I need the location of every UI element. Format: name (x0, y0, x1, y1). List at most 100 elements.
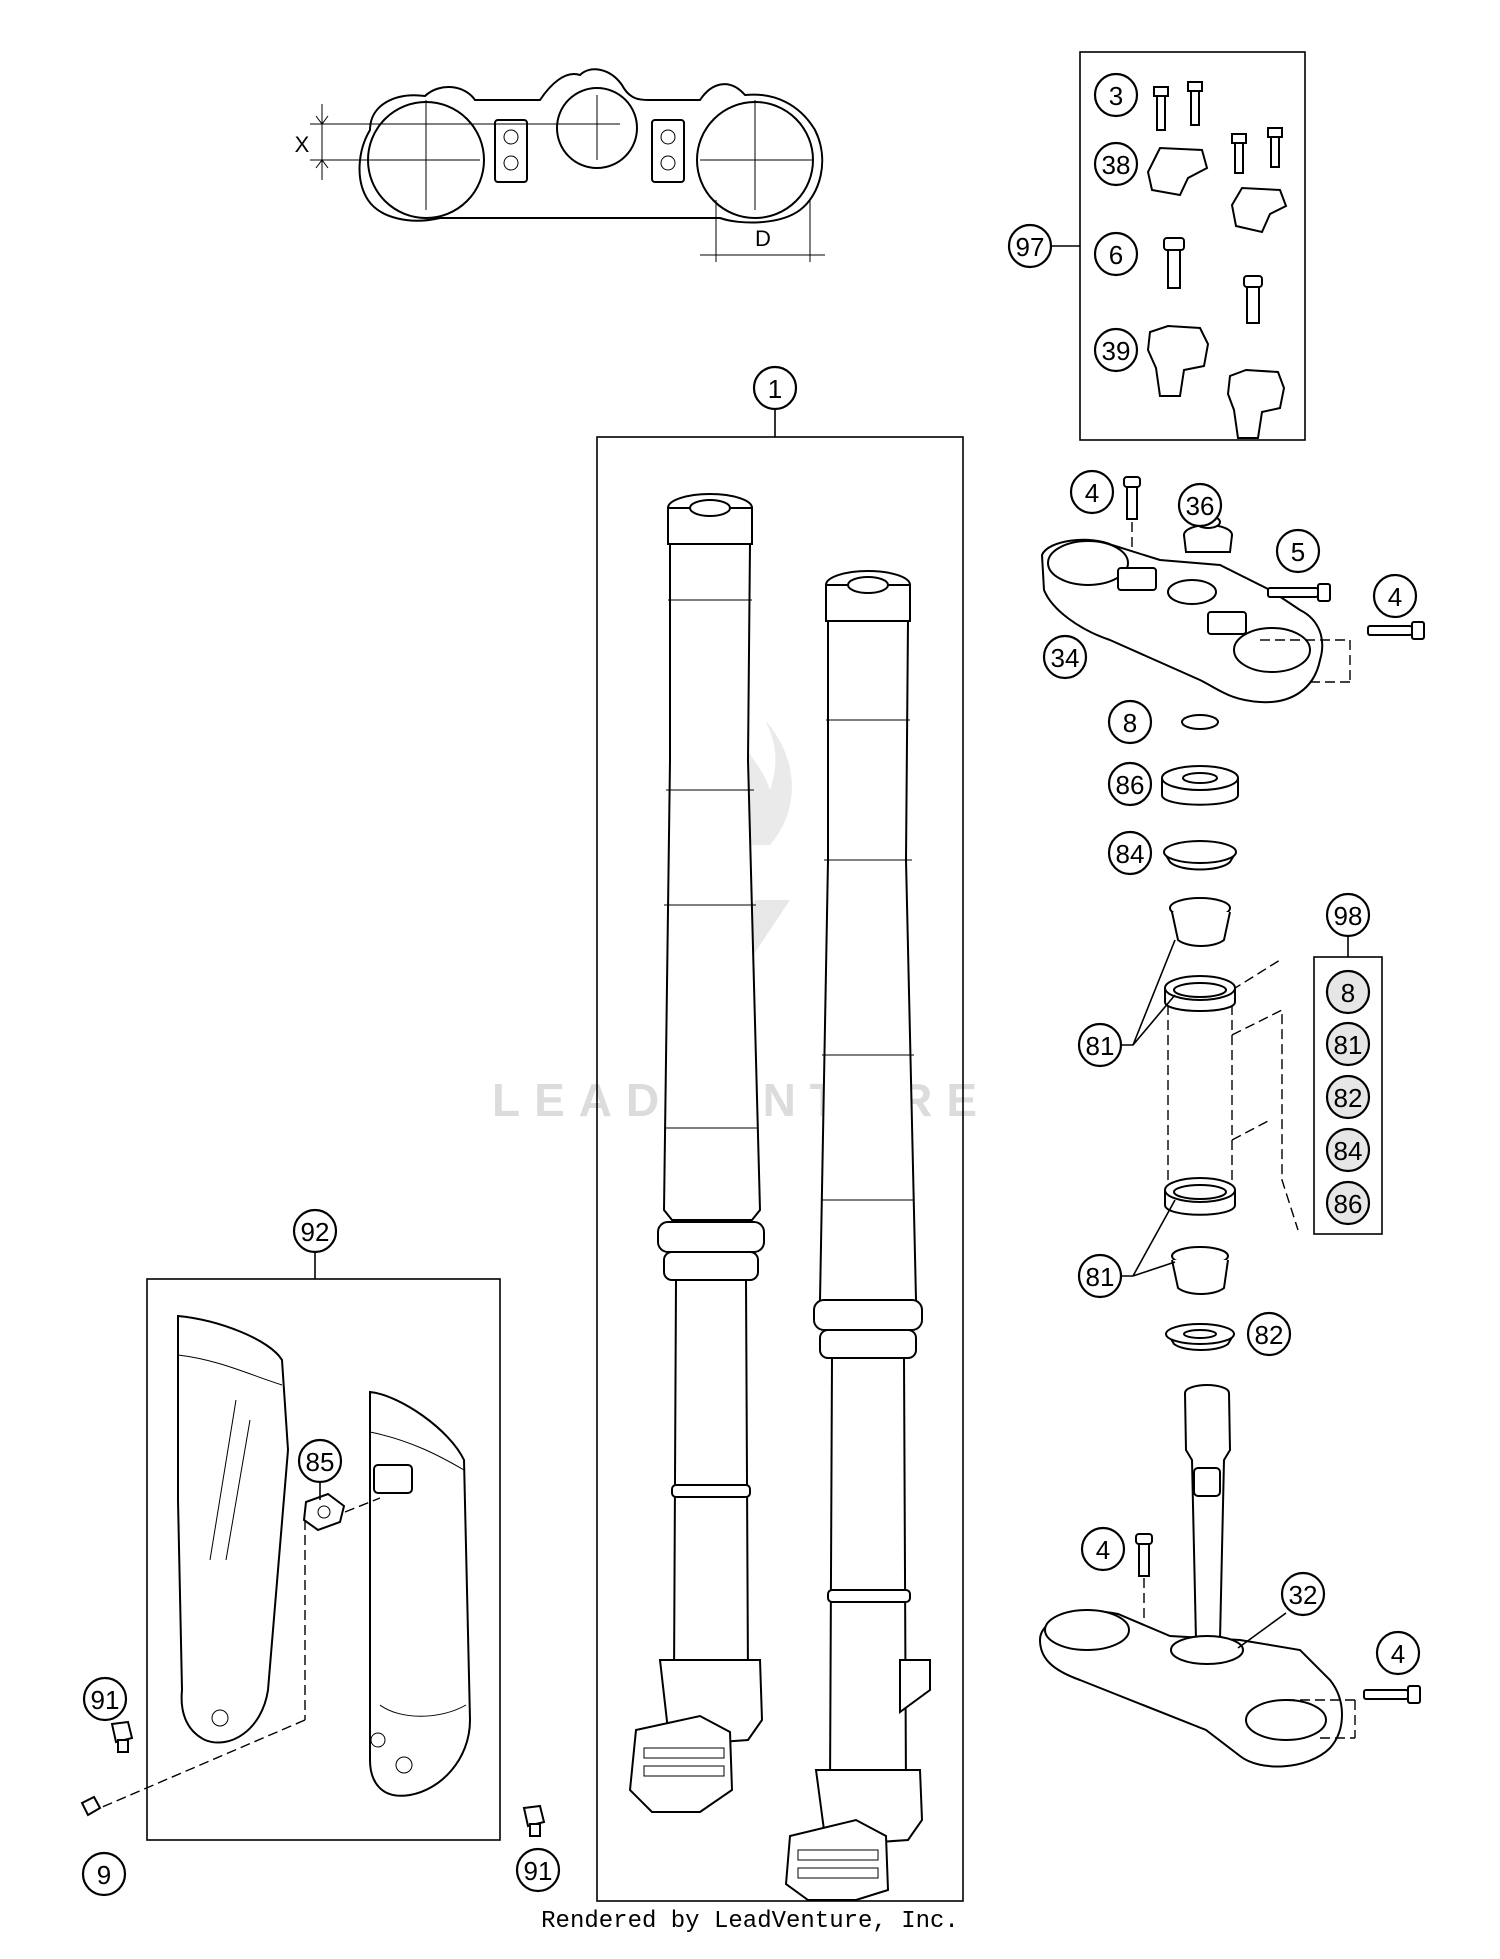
kit-98-group: 98 8 81 82 84 86 (1313, 892, 1383, 1235)
svg-text:85: 85 (306, 1447, 335, 1477)
bolt-5-icon (1267, 583, 1331, 602)
upper-triple-clamp-group: 4 36 5 4 34 (1040, 469, 1425, 704)
cup-81-lower-icon (1164, 1177, 1236, 1216)
svg-text:34: 34 (1051, 643, 1080, 673)
callout-1[interactable]: 1 (752, 365, 798, 411)
bearing-81-upper-icon (1169, 897, 1231, 947)
callout-5[interactable]: 5 (1275, 528, 1321, 574)
seal-82-icon (1165, 1323, 1235, 1351)
callout-97[interactable]: 97 (1007, 223, 1053, 269)
dimension-x-label: X (295, 132, 310, 157)
svg-text:84: 84 (1334, 1136, 1363, 1166)
svg-text:86: 86 (1116, 770, 1145, 800)
svg-text:91: 91 (524, 1856, 553, 1886)
svg-text:84: 84 (1116, 839, 1145, 869)
dimension-d-label: D (755, 226, 771, 251)
bolt-91-left-icon (110, 1720, 134, 1753)
svg-text:6: 6 (1109, 240, 1123, 270)
callout-39[interactable]: 39 (1093, 327, 1139, 373)
fork-leg-left (628, 493, 765, 1813)
dimension-detail: X D (295, 68, 825, 262)
kit-98-item-81[interactable]: 81 (1325, 1021, 1371, 1067)
cup-81-upper-icon (1164, 975, 1236, 1012)
fork-guard-left-icon (177, 1314, 290, 1744)
svg-text:82: 82 (1255, 1320, 1284, 1350)
callout-38[interactable]: 38 (1093, 141, 1139, 187)
callout-4-side[interactable]: 4 (1372, 573, 1418, 619)
svg-text:4: 4 (1391, 1639, 1405, 1669)
bolt-91-right-icon (522, 1804, 546, 1837)
o-ring-8-icon (1181, 714, 1219, 730)
clip-85-icon (302, 1492, 346, 1532)
bolt-4-upper-icon (1123, 476, 1141, 520)
callout-3[interactable]: 3 (1093, 72, 1139, 118)
callout-6[interactable]: 6 (1093, 231, 1139, 277)
bolt-4-lower-side-icon (1363, 1685, 1421, 1704)
svg-text:98: 98 (1334, 901, 1363, 931)
callout-4-lower-side[interactable]: 4 (1375, 1630, 1421, 1676)
kit-98-item-86[interactable]: 86 (1325, 1180, 1371, 1226)
fork-guard-group: 92 (80, 1208, 561, 1897)
seal-84-icon (1163, 840, 1237, 871)
svg-text:81: 81 (1334, 1030, 1363, 1060)
callout-8[interactable]: 8 (1107, 699, 1153, 745)
svg-text:3: 3 (1109, 81, 1123, 111)
steering-stem-icon (1184, 1384, 1232, 1641)
svg-text:86: 86 (1334, 1189, 1363, 1219)
kit-98-item-84[interactable]: 84 (1325, 1127, 1371, 1173)
callout-92[interactable]: 92 (292, 1208, 338, 1254)
callout-98[interactable]: 98 (1325, 892, 1371, 938)
bolt-9-icon (80, 1795, 102, 1817)
callout-82[interactable]: 82 (1246, 1311, 1292, 1357)
svg-text:8: 8 (1341, 978, 1355, 1008)
callout-84[interactable]: 84 (1107, 830, 1153, 876)
callout-9[interactable]: 9 (81, 1851, 127, 1897)
callout-81-upper[interactable]: 81 (1077, 1022, 1123, 1068)
callout-34[interactable]: 34 (1042, 634, 1088, 680)
svg-text:38: 38 (1102, 150, 1131, 180)
svg-text:82: 82 (1334, 1083, 1363, 1113)
svg-text:36: 36 (1186, 491, 1215, 521)
ring-86-icon (1161, 765, 1239, 806)
callout-4-upper[interactable]: 4 (1069, 469, 1115, 515)
callout-81-lower[interactable]: 81 (1077, 1253, 1123, 1299)
svg-text:81: 81 (1086, 1031, 1115, 1061)
clamp-39-icon (1146, 324, 1286, 439)
kit-98-item-82[interactable]: 82 (1325, 1074, 1371, 1120)
lower-triple-clamp-group: 4 32 4 (1038, 1384, 1421, 1768)
svg-text:92: 92 (301, 1217, 330, 1247)
svg-text:1: 1 (768, 374, 782, 404)
svg-text:97: 97 (1016, 232, 1045, 262)
kit-97-group: 3 38 97 6 39 (1007, 51, 1306, 441)
svg-text:32: 32 (1289, 1580, 1318, 1610)
callout-4-lower[interactable]: 4 (1080, 1526, 1126, 1572)
bolt-3-icon (1153, 81, 1203, 131)
bolt-6-icon (1163, 237, 1263, 324)
callout-86[interactable]: 86 (1107, 761, 1153, 807)
fork-leg-right (784, 570, 931, 1901)
callout-85[interactable]: 85 (297, 1438, 343, 1484)
svg-text:4: 4 (1096, 1535, 1110, 1565)
svg-text:5: 5 (1291, 537, 1305, 567)
steering-bearing-group: 8 86 84 81 81 82 (1077, 699, 1299, 1357)
kit-98-item-8[interactable]: 8 (1325, 969, 1371, 1015)
callout-36[interactable]: 36 (1177, 482, 1223, 528)
svg-text:4: 4 (1085, 478, 1099, 508)
svg-text:8: 8 (1123, 708, 1137, 738)
callout-91-right[interactable]: 91 (515, 1847, 561, 1893)
callout-91-left[interactable]: 91 (82, 1676, 128, 1722)
svg-text:39: 39 (1102, 336, 1131, 366)
svg-text:91: 91 (91, 1685, 120, 1715)
bearing-81-lower-icon (1171, 1246, 1229, 1295)
clamp-38-icon (1146, 146, 1288, 234)
svg-text:9: 9 (97, 1860, 111, 1890)
fork-assembly-group: 1 (596, 365, 964, 1902)
bolt-4-side-icon (1367, 621, 1425, 640)
svg-text:4: 4 (1388, 582, 1402, 612)
fork-guard-right-icon (369, 1390, 472, 1797)
callout-32[interactable]: 32 (1280, 1571, 1326, 1617)
svg-text:81: 81 (1086, 1262, 1115, 1292)
footer-credit: Rendered by LeadVenture, Inc. (541, 1908, 959, 1935)
bolt-38-icon (1231, 127, 1283, 174)
